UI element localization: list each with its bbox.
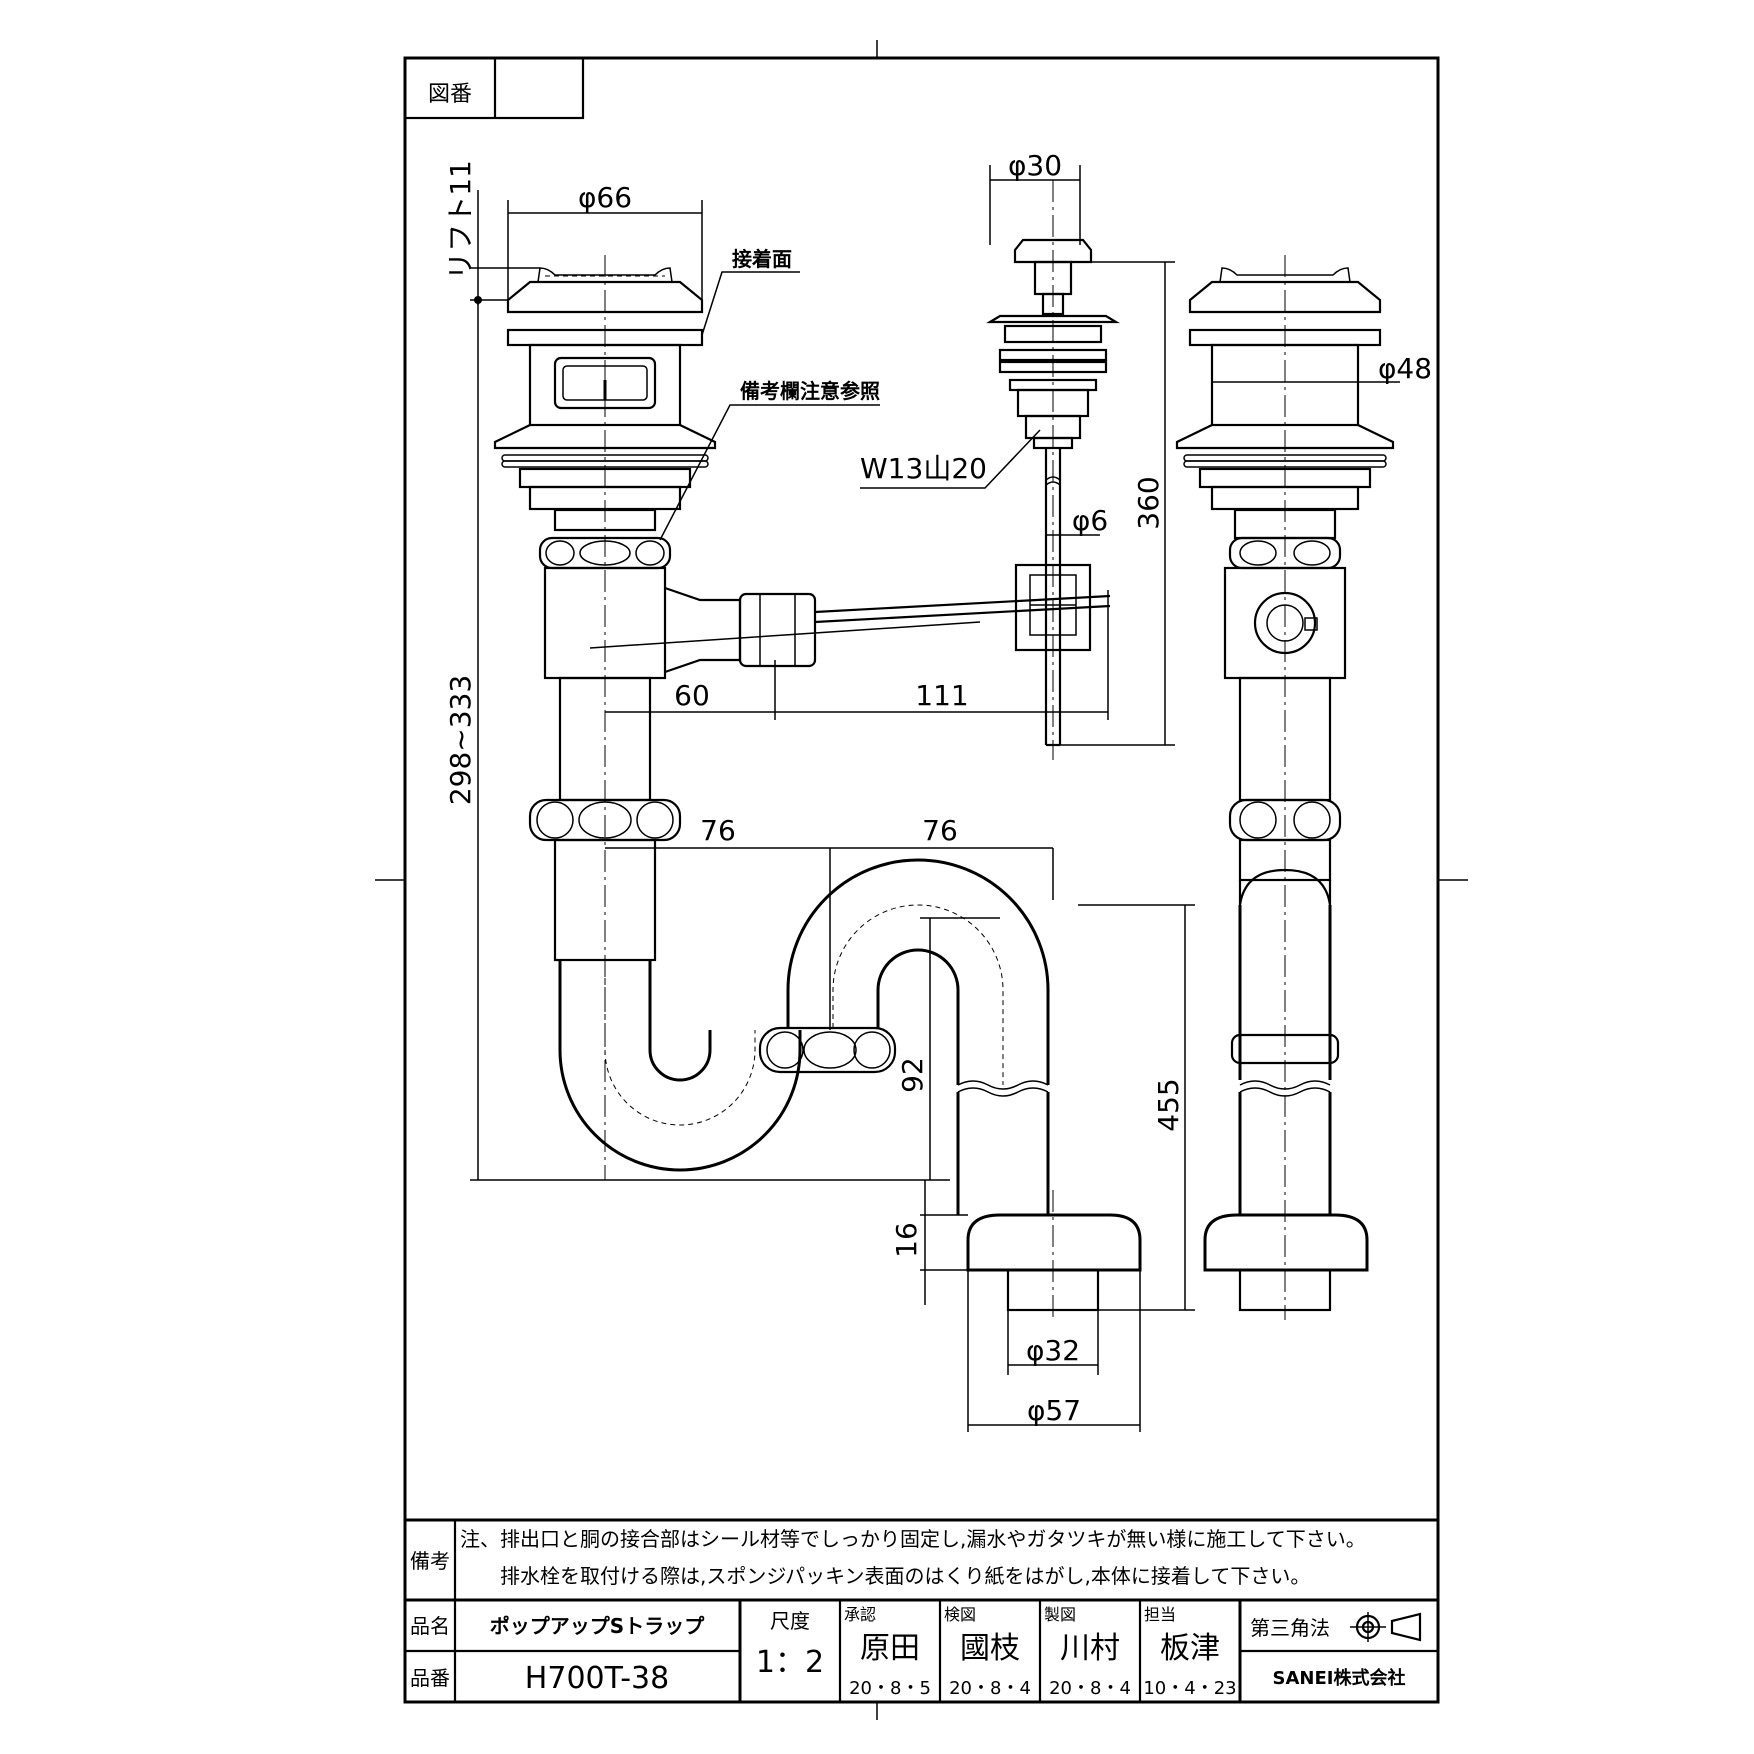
- company-name: SANEI株式会社: [1273, 1667, 1406, 1689]
- product-name-value: ポップアップSトラップ: [490, 1614, 705, 1638]
- product-name-label: 品名: [410, 1614, 450, 1638]
- product-number-label: 品番: [410, 1666, 450, 1690]
- approval-role-4: 担当: [1144, 1605, 1176, 1624]
- remarks-label: 備考: [410, 1549, 450, 1573]
- dim-height-92: 92: [896, 1057, 929, 1093]
- dim-width-76-left: 76: [700, 814, 736, 847]
- dim-escutcheon-diameter: φ57: [1027, 1394, 1081, 1427]
- remarks-line-1: 注、排出口と胴の接合部はシール材等でしっかり固定し,漏水やガタツキが無い様に施工…: [460, 1527, 1366, 1551]
- side-view: [1175, 255, 1395, 1320]
- approval-date-4: 10・4・23: [1143, 1678, 1236, 1699]
- popup-knob-detail: [986, 180, 1120, 760]
- remarks-block: 備考 注、排出口と胴の接合部はシール材等でしっかり固定し,漏水やガタツキが無い様…: [405, 1518, 1438, 1602]
- dim-outlet-diameter: φ32: [1026, 1334, 1080, 1367]
- dim-height-455: 455: [1152, 1078, 1185, 1131]
- dimension-lines: [470, 165, 1400, 1432]
- scale-label: 尺度: [770, 1609, 810, 1633]
- dim-width-76-right: 76: [922, 814, 958, 847]
- title-block: 品名 ポップアップSトラップ 品番 H700T-38 尺度 1：2 承認 原田 …: [405, 1600, 1438, 1702]
- front-view: [493, 255, 1142, 1320]
- remarks-line-2: 排水栓を取付ける際は,スポンジパッキン表面のはくり紙をはがし,本体に接着して下さ…: [500, 1564, 1310, 1588]
- projection-label: 第三角法: [1250, 1616, 1330, 1640]
- approval-role-1: 承認: [844, 1605, 876, 1624]
- dim-height-360: 360: [1132, 476, 1165, 529]
- dim-lift: リフト11: [444, 160, 477, 280]
- callout-adhesive-surface: 接着面: [732, 247, 792, 271]
- figure-number-box: 図番: [403, 56, 585, 120]
- approval-role-2: 検図: [944, 1605, 976, 1624]
- approval-name-3: 川村: [1060, 1631, 1120, 1666]
- dim-width-60: 60: [674, 679, 710, 712]
- dim-height-298-333: 298~333: [444, 675, 477, 805]
- dim-height-16: 16: [890, 1222, 923, 1258]
- dim-body-diameter: φ48: [1378, 352, 1432, 385]
- approval-name-1: 原田: [860, 1631, 920, 1666]
- dim-knob-diameter: φ30: [1008, 149, 1062, 182]
- approval-date-1: 20・8・5: [849, 1678, 931, 1699]
- dim-width-111: 111: [915, 679, 968, 712]
- approval-date-3: 20・8・4: [1049, 1678, 1131, 1699]
- scale-value: 1：2: [756, 1645, 824, 1680]
- product-number-value: H700T-38: [525, 1661, 669, 1696]
- approval-name-2: 國枝: [960, 1631, 1020, 1666]
- approval-role-3: 製図: [1044, 1605, 1076, 1624]
- callout-see-note: 備考欄注意参照: [740, 379, 880, 403]
- approval-date-2: 20・8・4: [949, 1678, 1031, 1699]
- figure-number-label: 図番: [428, 82, 472, 107]
- dim-rod-diameter: φ6: [1072, 504, 1108, 537]
- dim-cap-diameter: φ66: [578, 181, 632, 214]
- third-angle-projection-icon: [1350, 1612, 1422, 1642]
- approval-name-4: 板津: [1160, 1631, 1220, 1666]
- dim-thread: W13山20: [860, 452, 987, 485]
